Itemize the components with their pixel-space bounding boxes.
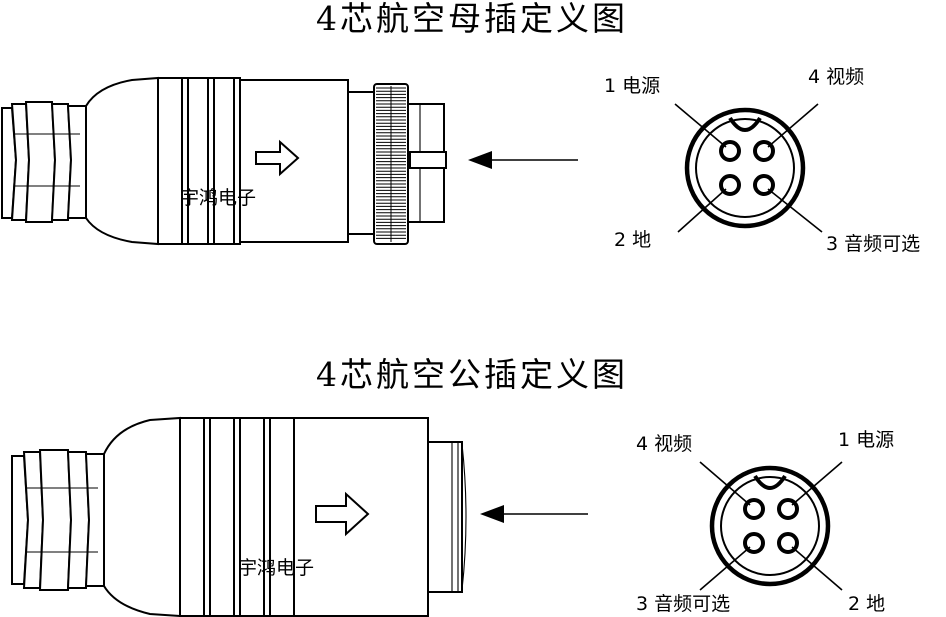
female-connector-drawing (1, 76, 578, 246)
male-threaded-front (427, 441, 463, 593)
female-pin-3-label: 3 音频可选 (826, 233, 920, 255)
male-body-taper (103, 416, 181, 617)
male-cable-boot (11, 449, 109, 591)
male-pin-face (699, 461, 843, 591)
female-grip-rings (157, 77, 241, 245)
female-brand-label: 宇鸿电子 (180, 187, 256, 209)
female-knurl-lines (376, 86, 406, 242)
female-mating-arrow-icon (468, 151, 578, 169)
male-connector-drawing (11, 416, 588, 617)
male-thread-lines (451, 442, 467, 592)
male-brand-label: 宇鸿电子 (238, 557, 314, 579)
male-pin-3-label: 3 音频可选 (636, 593, 730, 615)
female-neck (347, 91, 375, 235)
female-pin-2-label: 2 地 (614, 229, 651, 251)
male-grip-rings (179, 417, 295, 617)
male-title: 4芯航空公插定义图 (316, 355, 628, 394)
male-insert-arrow-icon (315, 491, 370, 537)
female-pin-4-label: 4 视频 (808, 66, 864, 88)
male-pin-2-label: 2 地 (848, 593, 885, 615)
female-body-taper (85, 76, 159, 246)
male-pin-4-label: 4 视频 (636, 433, 692, 455)
female-cable-boot (1, 101, 91, 223)
male-pin-1-label: 1 电源 (838, 429, 894, 451)
female-insert-arrow-icon (255, 139, 300, 177)
female-title: 4芯航空母插定义图 (316, 0, 628, 38)
male-mating-arrow-icon (480, 505, 588, 523)
female-pin-1-label: 1 电源 (604, 75, 660, 97)
female-pin-face (674, 103, 823, 233)
